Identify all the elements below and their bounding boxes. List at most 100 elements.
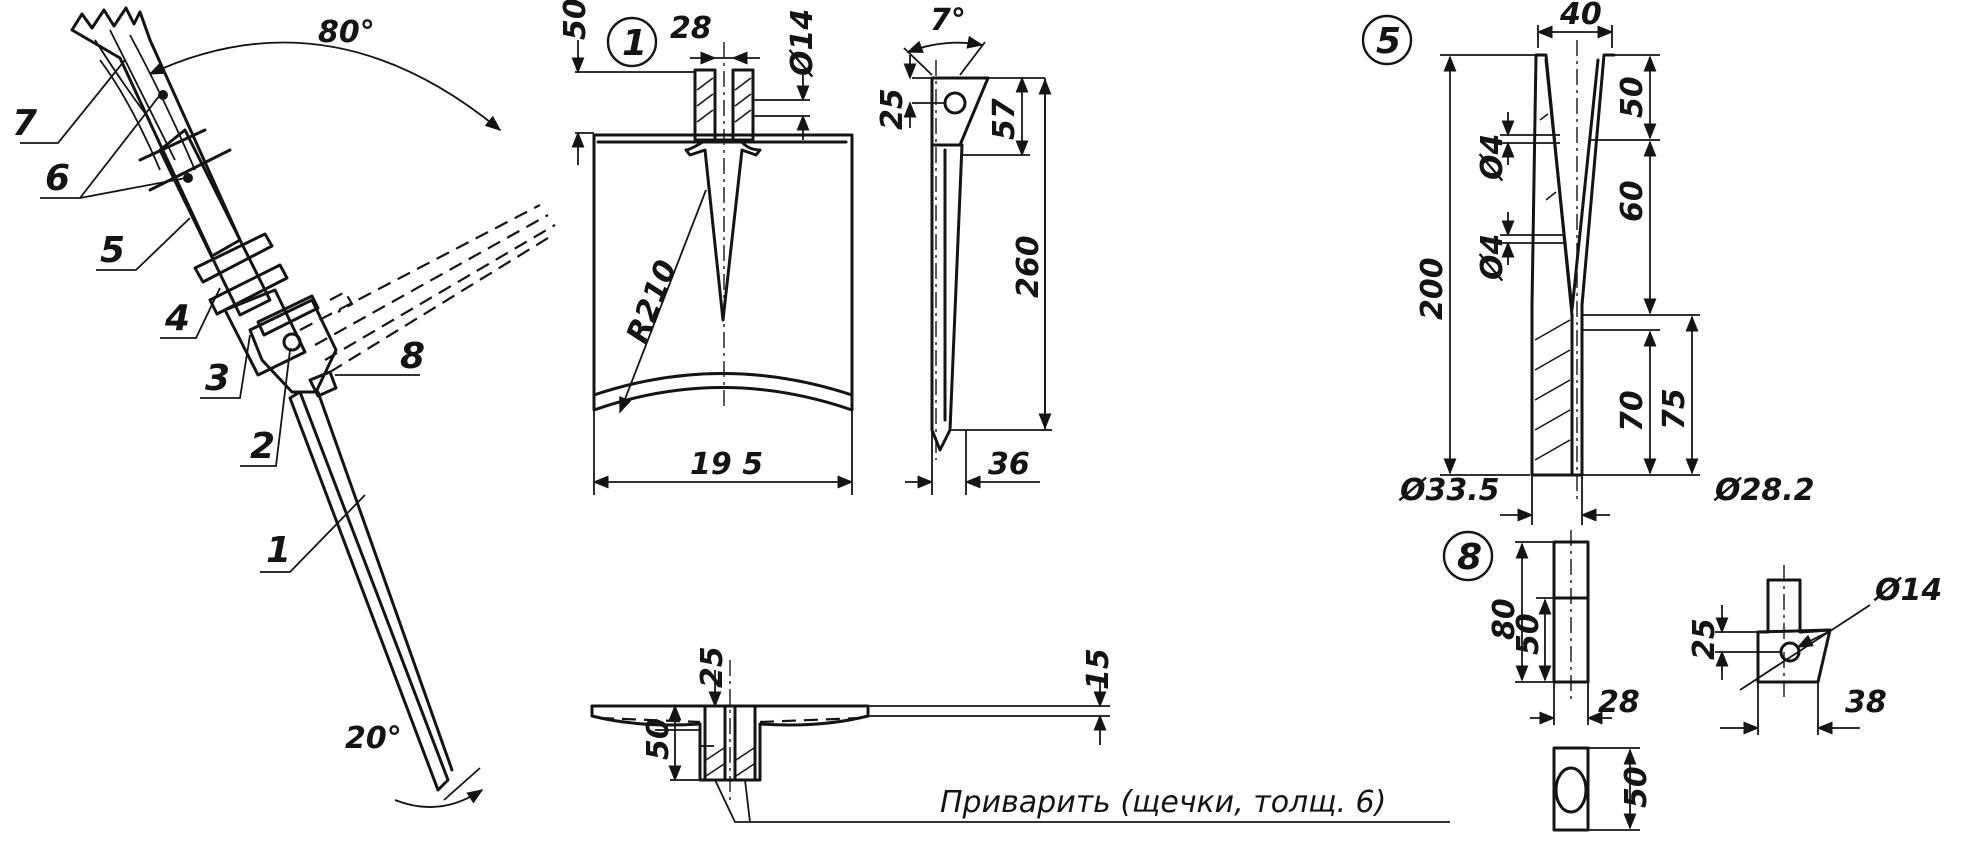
part5-hatching — [1534, 113, 1571, 461]
weld-note-leader — [714, 779, 1450, 823]
blade-side-view: 25 57 260 7° 36 — [875, 3, 1052, 495]
wood-grain — [94, 29, 196, 171]
angle-80-label: 80° — [318, 15, 375, 50]
dim-d14-part8: Ø14 — [1873, 573, 1942, 608]
dim-200: 200 — [1415, 257, 1450, 320]
dim-50-part8: 50 — [1511, 613, 1546, 655]
dim-r210: R210 — [620, 255, 685, 348]
handle-socket — [158, 128, 272, 317]
part-label-5: 5 — [100, 230, 125, 271]
dim-28-part8: 28 — [1598, 685, 1640, 720]
part8-view: 8 80 50 28 25 — [1442, 530, 1942, 832]
part8-bottom — [1552, 746, 1590, 832]
dim-d4-upper: Ø4 — [1475, 134, 1510, 182]
view-marker-circle-1 — [606, 16, 658, 68]
dim-25-bottom: 25 — [695, 646, 730, 688]
rivet-lower — [183, 173, 193, 183]
view-marker-circle-8 — [1442, 530, 1494, 582]
dim-75: 75 — [1657, 388, 1692, 430]
dim-d33-5: Ø33.5 — [1398, 473, 1500, 508]
bottom-cheek-hatching — [705, 747, 755, 777]
blade-edge — [316, 390, 454, 772]
part-label-1: 1 — [266, 530, 291, 571]
view-marker-8: 8 — [1457, 537, 1482, 578]
side-head — [930, 76, 990, 147]
part-label-4: 4 — [164, 298, 190, 339]
leader-2 — [240, 349, 291, 467]
angle-arc-20 — [394, 789, 484, 808]
dim-50-bottom: 50 — [641, 718, 676, 760]
dim-50-front: 50 — [558, 0, 593, 40]
angle-20-ref — [443, 767, 481, 801]
dim-d4-lower: Ø4 — [1475, 234, 1510, 282]
rivet-line-upper — [138, 128, 207, 162]
dim-70: 70 — [1615, 390, 1650, 432]
part8-side-step — [1756, 628, 1832, 634]
leader-6b — [79, 177, 187, 199]
blade-bottom-view: 25 50 15 Приварить (щечки, толщ. 6) — [590, 646, 1450, 823]
collar-ring-upper — [193, 232, 274, 284]
side-pivot-hole — [943, 91, 967, 115]
leader-1 — [260, 494, 366, 573]
dim-38: 38 — [1845, 685, 1887, 720]
dim-r210-line — [619, 189, 707, 414]
blade-top-section — [590, 704, 870, 782]
dim-40: 40 — [1559, 0, 1602, 32]
wooden-handle — [70, 6, 242, 258]
weld-note-leader-2 — [744, 779, 751, 823]
part-label-2: 2 — [250, 426, 275, 467]
part8-bottom-hole — [1554, 766, 1588, 814]
angle-arc-80 — [148, 41, 502, 132]
part-label-6: 6 — [45, 158, 70, 199]
part-label-8: 8 — [400, 336, 425, 377]
dim-60: 60 — [1615, 180, 1650, 222]
weld-note: Приварить (щечки, толщ. 6) — [940, 785, 1386, 820]
blade-spike — [684, 138, 762, 322]
dim-28-front: 28 — [670, 11, 712, 46]
dim-260: 260 — [1011, 235, 1046, 298]
dim-57: 57 — [987, 98, 1022, 140]
cheek-hatching — [696, 77, 752, 123]
dim-195: 19 5 — [690, 447, 763, 482]
leader-4 — [160, 287, 221, 339]
bottom-cheeks — [703, 704, 757, 782]
folded-hinge-dashed — [329, 290, 354, 313]
blade-front-view: 1 50 28 Ø14 R210 — [558, 0, 854, 495]
dim-50-part5: 50 — [1615, 76, 1650, 118]
blade-cutting-edge — [592, 372, 854, 397]
assembled-tool-view: 80° 20° 7 6 5 4 3 2 8 1 — [12, 6, 556, 808]
view-marker-5: 5 — [1376, 21, 1401, 62]
dim-36: 36 — [988, 447, 1030, 482]
dim-d28-2: Ø28.2 — [1713, 473, 1815, 508]
part-label-3: 3 — [205, 358, 230, 399]
part5-outline-right — [1570, 53, 1616, 477]
rivet-line-lower — [148, 148, 232, 192]
blade-root — [308, 370, 338, 398]
view-marker-circle-5 — [1361, 14, 1413, 66]
ext-7deg-b — [959, 41, 986, 76]
hinge-plate — [256, 294, 320, 337]
hinge-block — [248, 298, 338, 394]
part5-slot — [1544, 58, 1600, 312]
collar-ring-lower — [208, 263, 289, 316]
side-spike — [930, 143, 964, 452]
view-marker-1: 1 — [622, 23, 647, 64]
dim-25-side: 25 — [875, 88, 910, 130]
dim-7deg: 7° — [930, 3, 966, 38]
leader-5 — [96, 217, 191, 271]
folded-position-dashed — [299, 204, 556, 373]
blade-shaft — [288, 390, 450, 792]
dim-d14-front: Ø14 — [785, 9, 820, 78]
pivot-pin — [282, 332, 302, 352]
dim-15: 15 — [1081, 648, 1116, 690]
leader-7 — [20, 59, 126, 144]
blade-top-hidden — [599, 716, 861, 724]
leader-3 — [200, 334, 251, 399]
dim-80: 80 — [1487, 598, 1522, 640]
dim-d14-8-arrow — [1796, 630, 1831, 648]
dim-50-part8-bottom: 50 — [1619, 766, 1654, 808]
blade-plate — [592, 133, 854, 412]
part-label-7: 7 — [12, 103, 37, 144]
part5-view: 5 40 200 Ø4 Ø4 — [1361, 0, 1815, 525]
